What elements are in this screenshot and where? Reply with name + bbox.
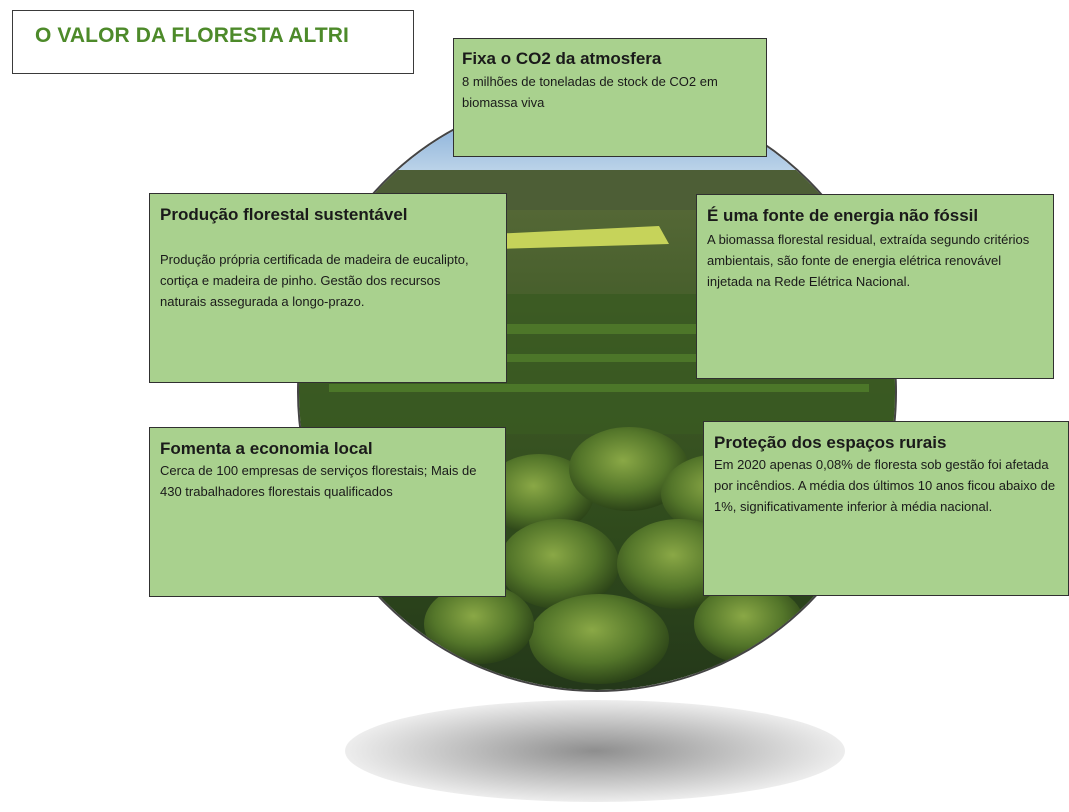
card-producao-body: Produção própria certificada de madeira … <box>160 252 469 309</box>
title-box: O VALOR DA FLORESTA ALTRI <box>12 10 414 74</box>
card-energia-heading: É uma fonte de energia não fóssil <box>707 206 979 225</box>
card-economia-body: Cerca de 100 empresas de serviços flores… <box>160 463 477 499</box>
card-producao: Produção florestal sustentável Produção … <box>149 193 507 383</box>
card-co2: Fixa o CO2 da atmosfera 8 milhões de ton… <box>453 38 767 157</box>
card-economia: Fomenta a economia local Cerca de 100 em… <box>149 427 506 597</box>
card-protecao-heading: Proteção dos espaços rurais <box>714 433 947 452</box>
card-protecao: Proteção dos espaços rurais Em 2020 apen… <box>703 421 1069 596</box>
forest-photo-illustration <box>299 94 895 690</box>
card-economia-heading: Fomenta a economia local <box>160 439 373 458</box>
page-title: O VALOR DA FLORESTA ALTRI <box>35 24 349 47</box>
card-co2-heading: Fixa o CO2 da atmosfera <box>462 49 662 68</box>
circle-shadow <box>345 700 845 802</box>
card-co2-body: 8 milhões de toneladas de stock de CO2 e… <box>462 74 718 110</box>
card-producao-heading: Produção florestal sustentável <box>160 205 408 224</box>
card-protecao-body: Em 2020 apenas 0,08% de floresta sob ges… <box>714 457 1056 514</box>
forest-photo-circle <box>297 92 897 692</box>
card-energia: É uma fonte de energia não fóssil A biom… <box>696 194 1054 379</box>
card-energia-body: A biomassa florestal residual, extraída … <box>707 232 1030 289</box>
